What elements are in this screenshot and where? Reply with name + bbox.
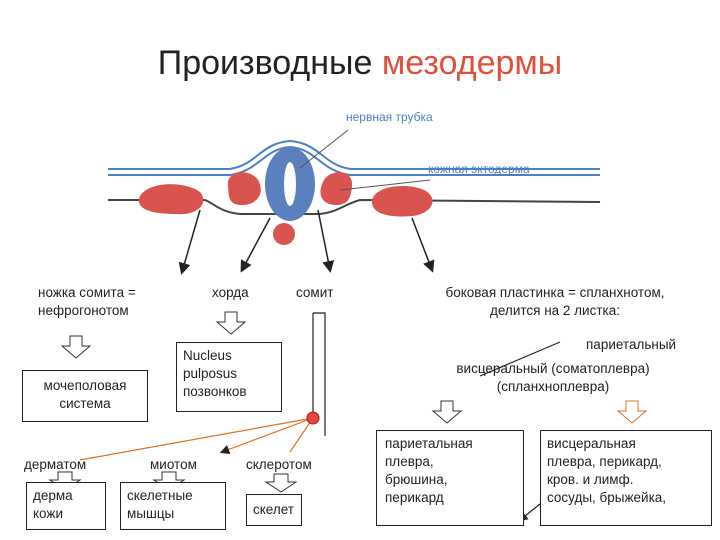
label-chord: хорда xyxy=(212,285,249,300)
label-lateral-plate: боковая пластинка = спланхнотом,делится … xyxy=(445,285,665,318)
box-skeleton: скелет xyxy=(246,494,302,526)
label-parietal: париетальный xyxy=(586,337,677,352)
lateral-plate-left xyxy=(138,184,204,215)
label-ectoderm: кожная эктодерма xyxy=(428,162,530,176)
label-visceral: висцеральный (соматоплевра)(спланхноплев… xyxy=(456,361,650,394)
label-dermatome: дерматом xyxy=(24,457,87,472)
label-somite-stalk: ножка сомита =нефрогонотом xyxy=(38,285,136,318)
label-neural-tube: нервная трубка xyxy=(346,110,433,124)
somite-right xyxy=(320,172,353,206)
page-title: Производные мезодермы xyxy=(0,44,720,83)
down-arrow-icon-orange xyxy=(616,400,648,424)
label-sclerotome: склеротом xyxy=(246,457,312,472)
lateral-plate-right xyxy=(372,186,433,217)
label-myotome: миотом xyxy=(150,457,197,472)
notochord-shape xyxy=(273,223,295,245)
somite-left xyxy=(227,172,261,206)
title-accent: мезодермы xyxy=(381,44,563,82)
label-somite: сомит xyxy=(296,285,334,300)
title-main: Производные xyxy=(157,44,373,82)
junction-dot xyxy=(306,411,320,425)
